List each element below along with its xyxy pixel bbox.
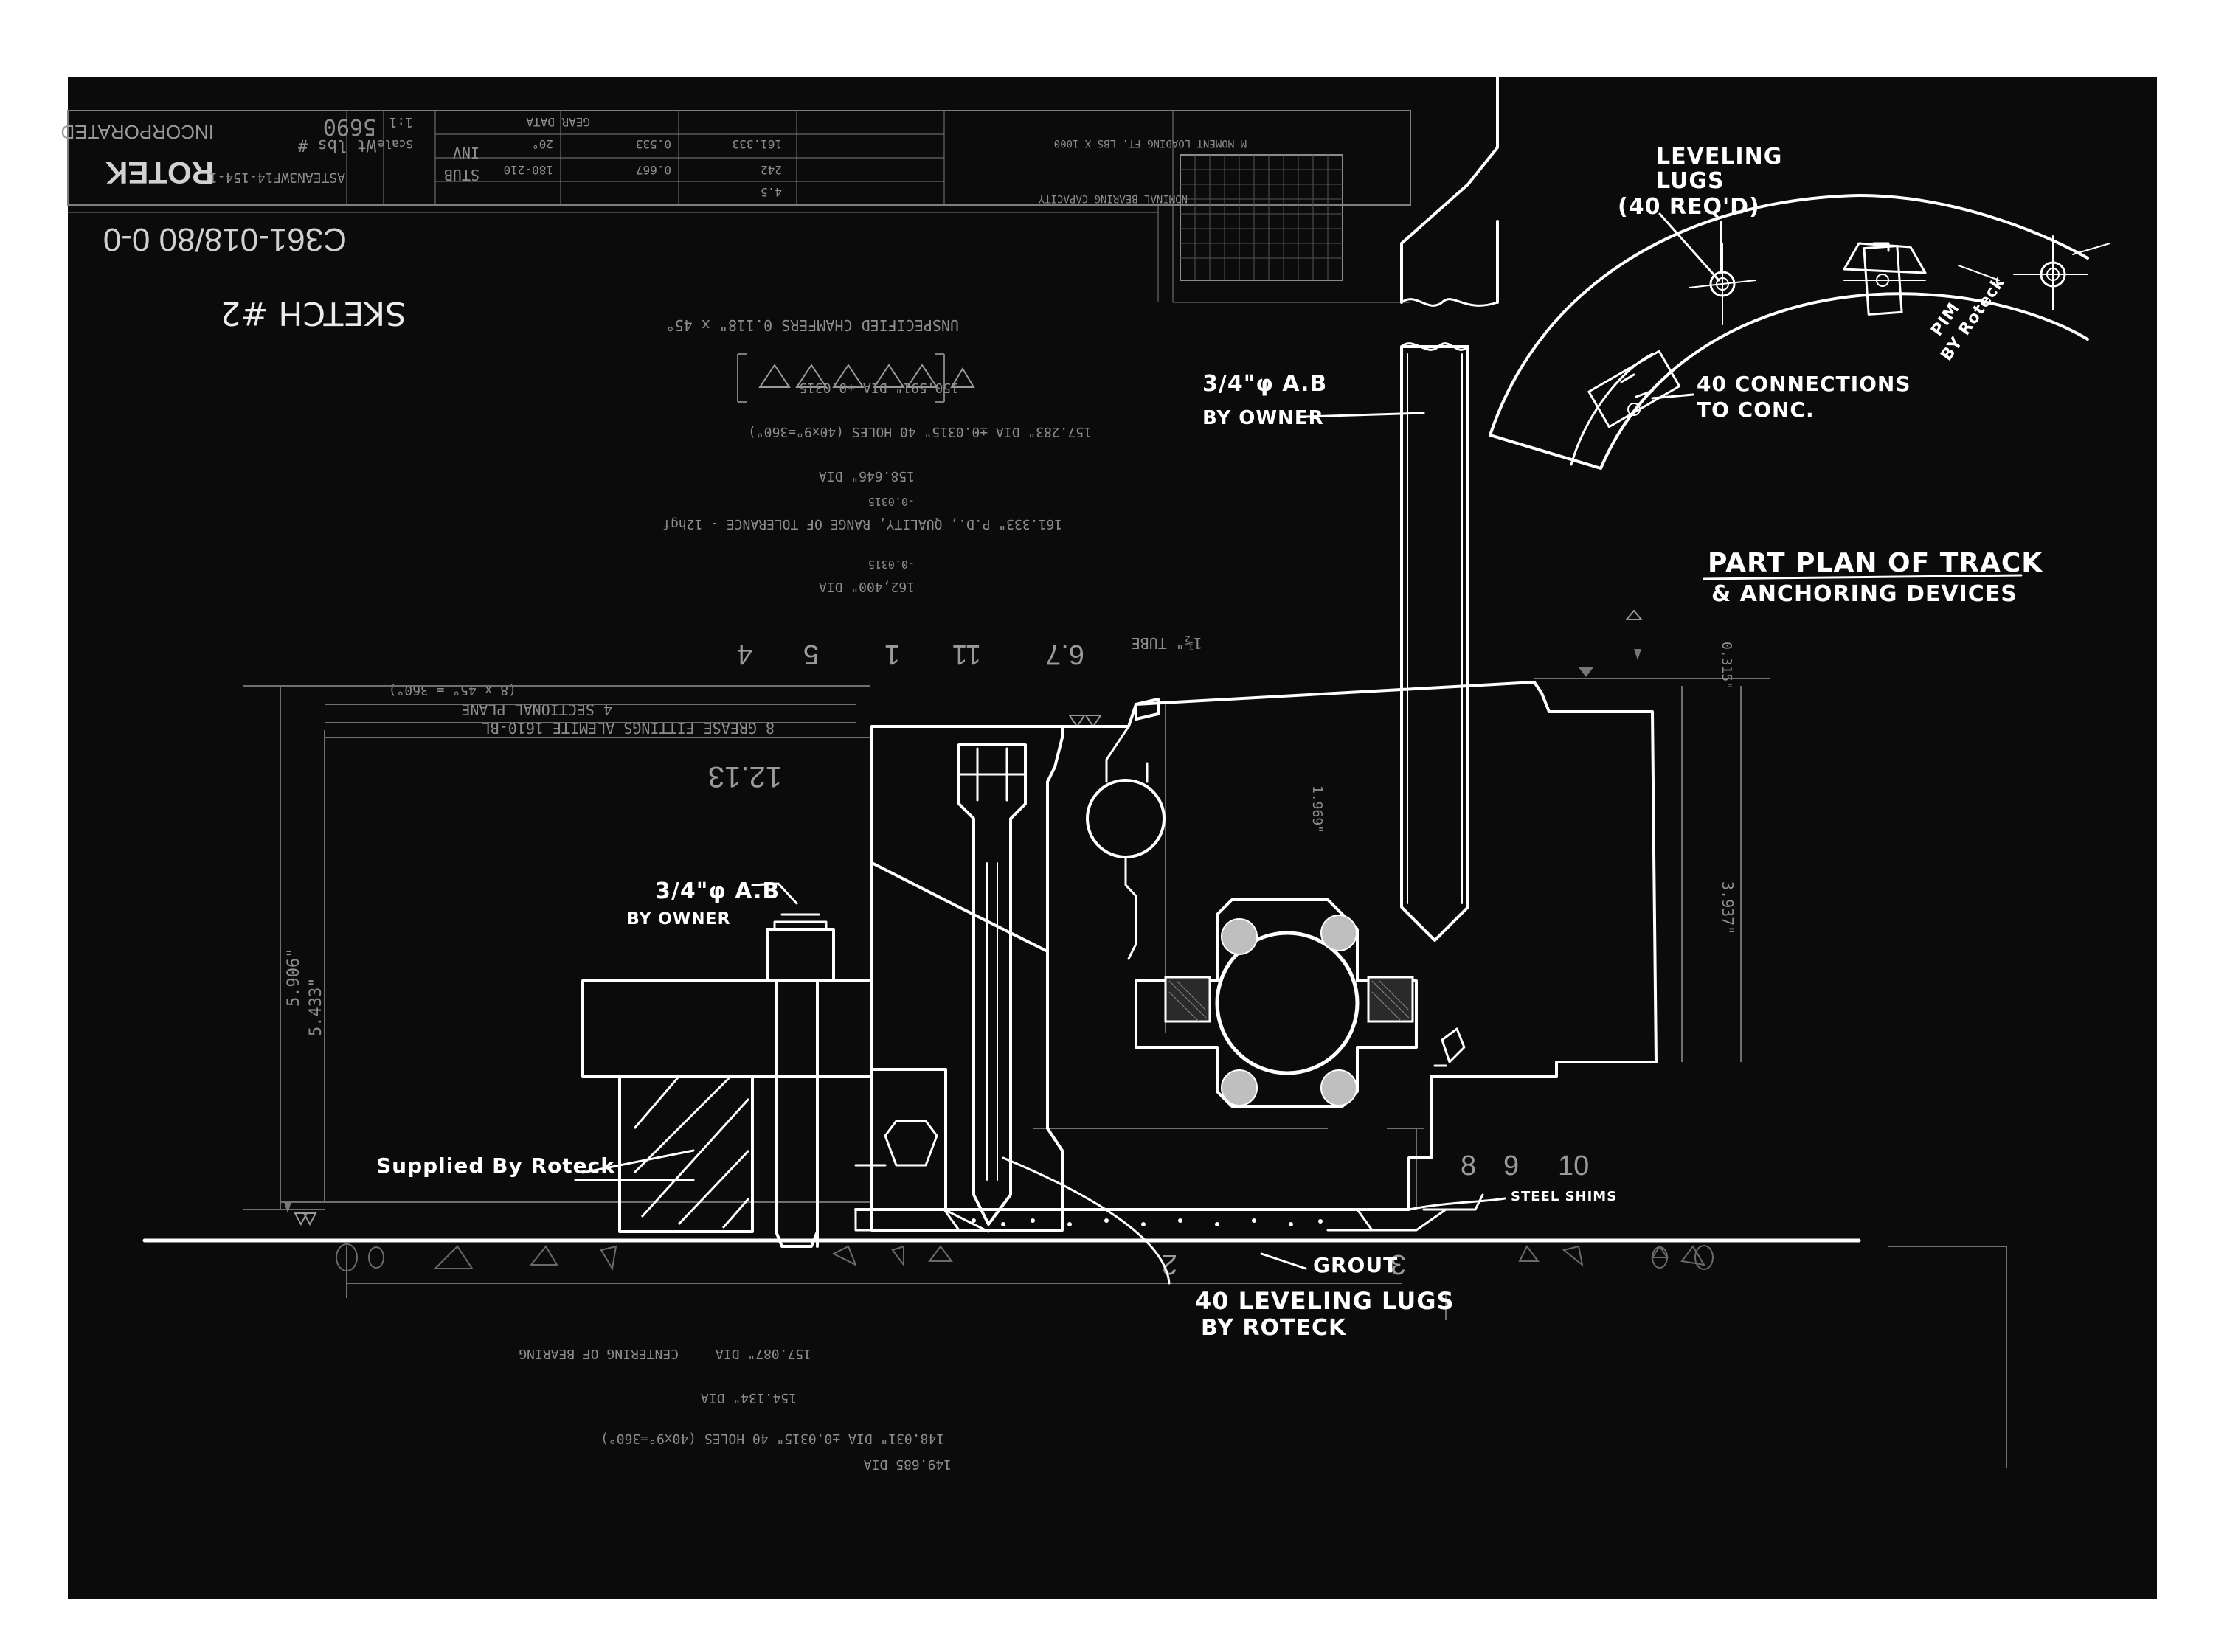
note-dia-162: 162,400" DIA xyxy=(819,579,915,594)
note-dia-157b: 157.087" DIA xyxy=(716,1346,811,1361)
steel-shims-label: STEEL SHIMS xyxy=(1511,1189,1617,1204)
dimension-texts: 12.13 5.906" 5.433" 3.937" 0.315" 1.969"… xyxy=(285,634,1736,1280)
title-block: ROTEK INCORPORATED ASTEAN3WF14-154-1 Wt … xyxy=(60,110,1411,303)
num-top-67: 6.7 xyxy=(1045,639,1084,670)
wt-lbs-value: 5690 xyxy=(323,114,376,139)
note-dia-157: 157.283" DIA ±0.0315" 40 HOLES (40x9°=36… xyxy=(748,424,1092,440)
note-centering: CENTERING OF BEARING xyxy=(519,1346,679,1361)
ab-left-owner: BY OWNER xyxy=(627,910,731,929)
part-plan-title-2: & ANCHORING DEVICES xyxy=(1711,581,2018,607)
ab-top-size: 3/4"φ A.B xyxy=(1202,371,1327,397)
note-grease: 8 GREASE FITTINGS ALEMITE 1610-BL xyxy=(482,719,775,737)
tooth-form-2: INV xyxy=(453,144,479,162)
company-sub: INCORPORATED xyxy=(60,121,214,143)
note-dia-150: 150.591" DIA +0.0315 xyxy=(799,380,959,395)
pressure-angle: 20° xyxy=(532,137,553,151)
num-top-5: 5 xyxy=(803,639,819,670)
leveling-lugs-bottom-1: 40 LEVELING LUGS xyxy=(1195,1287,1455,1315)
drawing-number: C361-018/80 0-0 xyxy=(103,221,347,257)
dim-1969: 1.969" xyxy=(1309,785,1325,833)
note-grease-2: 4 SECTIONAL PLANE xyxy=(461,701,612,718)
dim-5906: 5.906" xyxy=(285,948,303,1007)
connections-line1: 40 CONNECTIONS xyxy=(1697,372,1911,396)
leveling-lugs-line3: (40 REQ'D) xyxy=(1618,194,1760,220)
capacity-label: NOMINAL BEARING CAPACITY xyxy=(1038,192,1188,204)
sketch-label: SKETCH #2 xyxy=(220,294,406,332)
num-top-4: 4 xyxy=(737,639,752,670)
note-dia-149: 149.685 DIA xyxy=(864,1457,952,1472)
num-mid-3: 3 xyxy=(1391,1249,1406,1280)
scale-value: 1:1 xyxy=(389,114,413,130)
capacity-chart-grid xyxy=(1180,154,1343,281)
part-plan-track xyxy=(1489,194,2110,470)
dedendum: 0.667 xyxy=(636,163,671,177)
addendum: 0.533 xyxy=(636,137,671,151)
handwritten-annotations: LEVELING LUGS (40 REQ'D) 40 CONNECTIONS … xyxy=(376,144,2043,1341)
note-dia-161: 161.333" P.D., QUALITY, RANGE OF TOLERAN… xyxy=(662,516,1062,532)
blueprint-sheet xyxy=(68,77,2157,1599)
bearing-cross-section xyxy=(142,76,1861,1285)
note-chamfers: UNSPECIFIED CHAMFERS 0.118" x 45° xyxy=(666,316,959,334)
wt-lbs-label: Wt lbs # xyxy=(297,136,376,154)
num-top-11: 11 xyxy=(952,639,981,670)
num-bottom-8: 8 xyxy=(1461,1150,1476,1181)
note-tube: 1½" TUBE xyxy=(1132,634,1202,652)
note-dia-158: 158.646" DIA xyxy=(819,468,915,484)
scale-label: Scale xyxy=(378,137,413,151)
ab-left-size: 3/4"φ A.B xyxy=(655,878,780,904)
part-plan-title-1: PART PLAN OF TRACK xyxy=(1708,548,2043,578)
num-bottom-10: 10 xyxy=(1558,1150,1589,1181)
leveling-lugs-line1: LEVELING xyxy=(1656,144,1782,170)
note-tol-162: -0.0315 xyxy=(868,558,915,571)
dim-3937: 3.937" xyxy=(1719,881,1736,934)
num-top-1: 1 xyxy=(884,639,900,670)
diametral-pitch: 4.5 xyxy=(761,185,782,199)
dim-5433: 5.433" xyxy=(307,978,325,1036)
moment-label: M MOMENT LOADING FT. LBS X 1000 xyxy=(1054,137,1247,149)
stamp-text: ASTEAN3WF14-154-1 xyxy=(209,170,345,185)
leveling-lugs-line2: LUGS xyxy=(1656,168,1725,194)
num-bottom-9: 9 xyxy=(1503,1150,1519,1181)
pitch-dia: 161.333 xyxy=(733,137,782,151)
tooth-form-1: STUB xyxy=(444,166,479,184)
leveling-lugs-bottom-2: BY ROTECK xyxy=(1201,1315,1347,1341)
surface-symbol xyxy=(737,353,975,403)
supplied-by-roteck: Supplied By Roteck xyxy=(376,1153,615,1178)
hardness: 180-210 xyxy=(504,163,553,177)
no-teeth: 242 xyxy=(761,163,782,177)
dim-1213: 12.13 xyxy=(708,760,782,793)
dim-0315: 0.315" xyxy=(1719,642,1734,690)
note-tol-161: -0.0315 xyxy=(868,495,915,508)
note-dia-154: 154.134" DIA xyxy=(701,1390,797,1406)
company-logo: ROTEK xyxy=(105,156,214,190)
note-dia-148: 148.031" DIA ±0.0315" 40 HOLES (40x9°=36… xyxy=(600,1431,944,1446)
connections-line2: TO CONC. xyxy=(1697,398,1815,422)
dimension-lines xyxy=(243,609,2007,1468)
ab-top-owner: BY OWNER xyxy=(1202,407,1324,429)
grout-label: GROUT xyxy=(1313,1253,1398,1277)
note-grease-3: (8 x 45° = 360°) xyxy=(389,682,516,698)
gear-data-header: GEAR DATA xyxy=(526,115,590,129)
